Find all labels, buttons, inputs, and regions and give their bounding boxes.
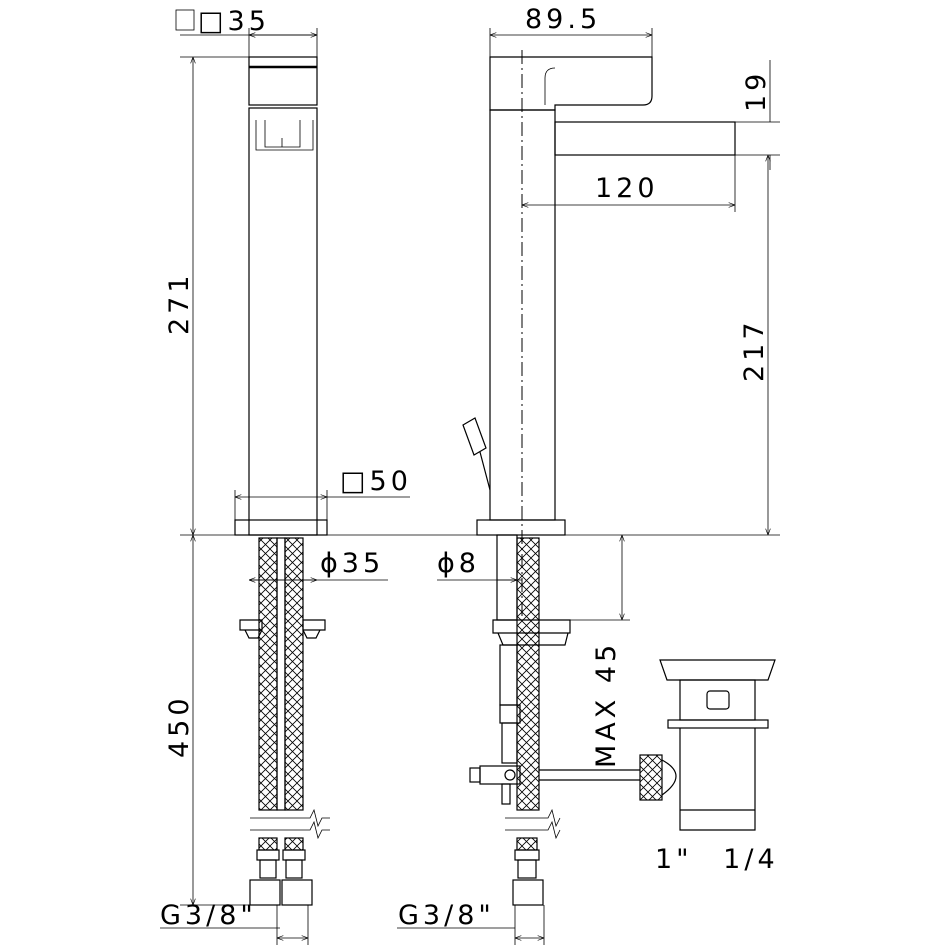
dim-connection-left: G3/8" <box>160 900 257 931</box>
side-view: 89.5 19 120 217 ϕ8 MAX 45 1" 1/4 G3/8" <box>397 4 780 945</box>
dim-handle-depth: 89.5 <box>525 4 601 35</box>
dim-max-thickness: MAX 45 <box>591 641 622 768</box>
square-symbol <box>175 9 195 31</box>
dim-connection-right: G3/8" <box>398 900 495 931</box>
hose-left <box>258 537 278 811</box>
nut-side <box>512 879 544 906</box>
dim-drain-size: 1" 1/4 <box>655 844 779 875</box>
dim-spout-clearance: 217 <box>739 318 770 382</box>
nut-right <box>281 879 313 906</box>
dim-top-square: □35 <box>198 6 270 37</box>
base-side <box>476 519 566 536</box>
dim-hose-diameter: ϕ35 <box>320 548 384 579</box>
dim-height-271: 271 <box>164 271 195 335</box>
threaded-rod <box>276 537 286 811</box>
dim-spout-height: 19 <box>741 70 772 112</box>
front-view: □35 271 □50 ϕ35 450 G3/8" <box>160 6 490 945</box>
dim-spout-reach: 120 <box>595 173 659 204</box>
knurled-knob <box>639 754 663 801</box>
cartridge <box>255 120 314 151</box>
handle <box>489 56 653 111</box>
nut-left <box>249 879 281 906</box>
dim-base-square: □50 <box>340 466 412 497</box>
top-cap <box>248 56 318 106</box>
pull-rod <box>462 417 491 491</box>
dim-rod-diameter: ϕ8 <box>437 548 480 579</box>
dim-hose-length: 450 <box>164 694 195 758</box>
hose-right <box>284 537 304 811</box>
spout <box>554 121 736 156</box>
pop-up-drain <box>639 659 776 831</box>
body <box>248 107 318 536</box>
